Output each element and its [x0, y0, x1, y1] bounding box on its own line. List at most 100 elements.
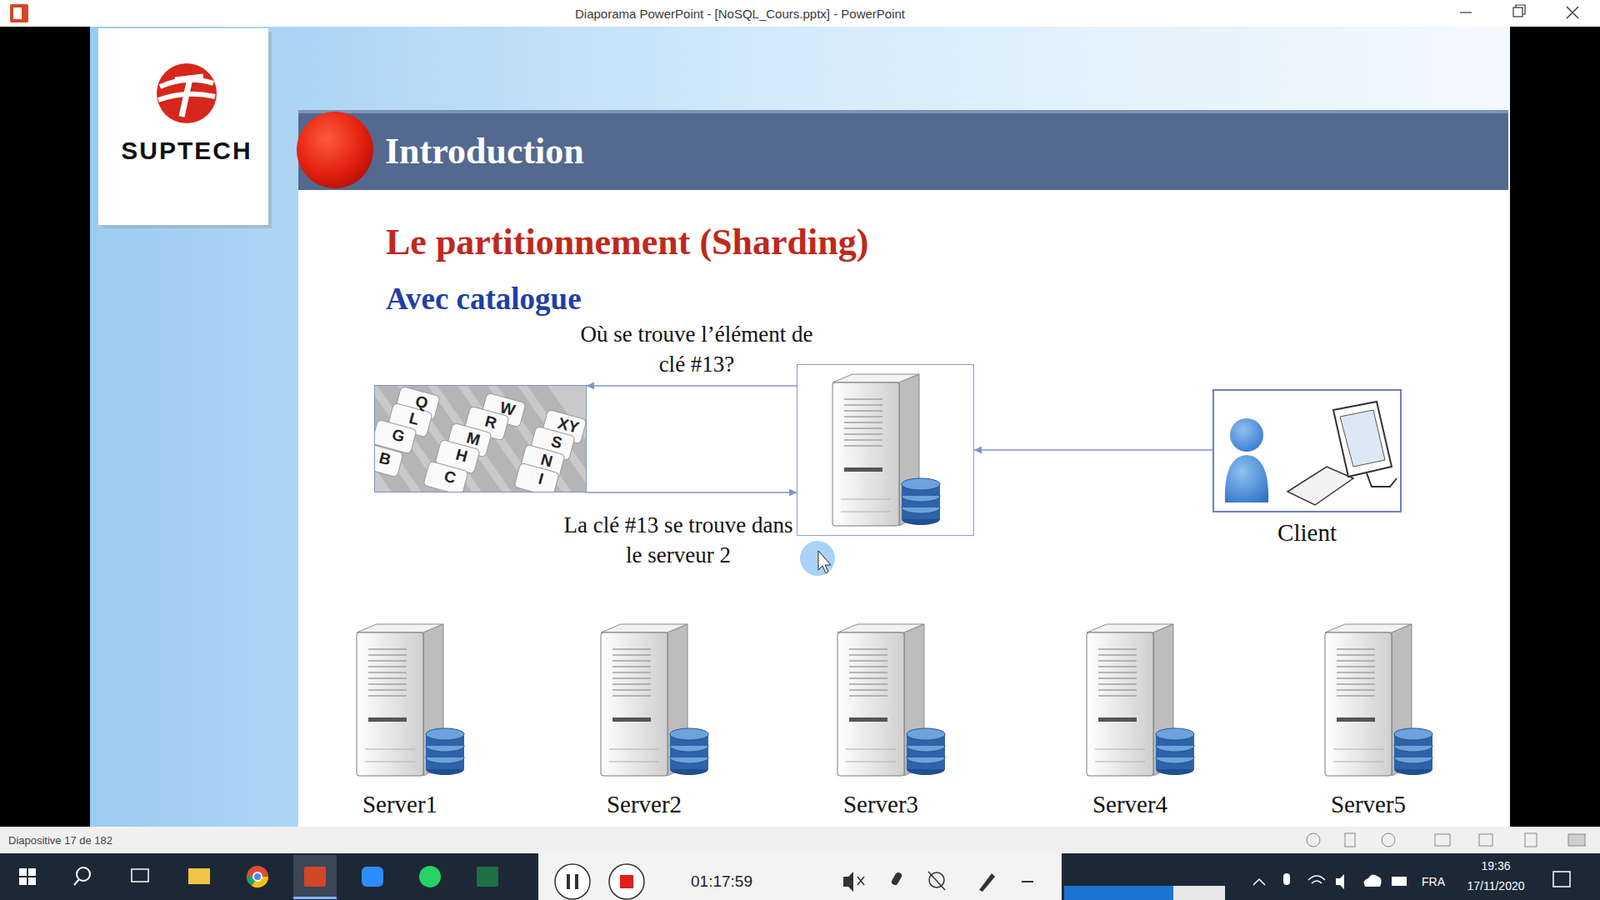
search-icon: [74, 879, 80, 885]
server-label: Server4: [1092, 790, 1168, 819]
status-icon: [1345, 833, 1355, 847]
excel-icon: [476, 866, 499, 887]
restore-button: [1513, 7, 1523, 17]
content-area: [298, 190, 1509, 827]
language-indicator: FRA: [1421, 875, 1445, 889]
taskbar-button: [1064, 885, 1174, 900]
card-index-picture: [374, 385, 587, 493]
start-button: [19, 868, 36, 885]
pen-icon: [979, 873, 995, 892]
logo-emblem: [175, 76, 204, 117]
index-letter: W: [497, 398, 517, 420]
index-letter: H: [454, 445, 470, 467]
server-box: [796, 364, 975, 536]
server-node: Server4: [1063, 624, 1197, 821]
header-bar: [298, 110, 1509, 190]
zoom-icon: [361, 866, 384, 887]
server-node: Server1: [333, 624, 467, 821]
clock-time: 19:36: [1480, 859, 1510, 873]
minimize-button: [1460, 11, 1472, 13]
chrome-icon: [253, 872, 262, 881]
clock-date: 17/11/2020: [1466, 879, 1525, 893]
mute-icon: [843, 871, 854, 892]
chrome-icon: [246, 865, 269, 888]
taskbar: [0, 853, 1600, 900]
server-label: Server3: [843, 790, 919, 819]
index-letter: M: [465, 428, 483, 450]
subtitle: Avec catalogue: [385, 280, 582, 317]
server-node: Server3: [814, 624, 948, 821]
client-picture: [1225, 401, 1397, 505]
logo-emblem: [156, 63, 217, 124]
logo-text: SUPTECH: [120, 136, 252, 165]
camera-icon: [928, 871, 945, 890]
server-icon: [1325, 624, 1433, 776]
mic-icon: [890, 871, 904, 887]
powerpoint-icon: [304, 866, 326, 887]
task-view-icon: [131, 869, 149, 882]
slide-title: Le partitionnement (Sharding): [385, 220, 869, 264]
server-icon: [600, 624, 709, 776]
stop-button: [620, 875, 634, 889]
slide-background: [90, 26, 1510, 827]
connector-label: La clé #13 se trouve dans le serveur 2: [560, 510, 796, 570]
recording-toolbar: [538, 853, 1062, 900]
active-app: [293, 855, 337, 899]
index-letter: L: [407, 409, 422, 430]
connector-label: Où se trouve l’élément de clé #13?: [575, 319, 819, 380]
close-button: [1566, 6, 1579, 19]
server-icon: [837, 624, 945, 776]
server-label: Server5: [1330, 790, 1406, 819]
pause-button: [566, 874, 570, 890]
notification-icon: [1553, 871, 1570, 887]
status-icon: [1381, 833, 1395, 847]
tray-icon: [1364, 874, 1382, 887]
mouse-cursor: [800, 540, 835, 576]
pause-button: [575, 874, 579, 890]
server-icon: [356, 624, 465, 776]
index-letter: I: [536, 470, 546, 490]
server-node: Server5: [1301, 624, 1435, 821]
server-node: Server2: [577, 624, 711, 821]
index-letter: R: [483, 412, 500, 434]
active-indicator: [293, 896, 337, 900]
status-icon: [1306, 833, 1320, 847]
app-icon: [13, 7, 22, 20]
status-icon: [1525, 833, 1537, 847]
whatsapp-icon: [419, 865, 441, 888]
taskbar-button: [1173, 885, 1225, 900]
pause-button: [555, 864, 590, 900]
status-icon: [1435, 834, 1450, 846]
catalog-box: QWLRXYGMSBHNCI: [374, 385, 587, 493]
timer: 01:17:59: [690, 872, 753, 891]
tray-icon: [1391, 876, 1407, 886]
server-label: Server2: [606, 790, 682, 819]
window-title: Diaporama PowerPoint - [NoSQL_Cours.pptx…: [575, 6, 905, 21]
index-letter: N: [539, 450, 555, 472]
section-heading: Introduction: [385, 130, 585, 173]
index-letter: G: [390, 425, 407, 446]
app-icon: [10, 4, 29, 23]
status-bar: [0, 826, 1600, 854]
header-bar: [298, 110, 1509, 114]
connector-arrow: [586, 385, 797, 387]
server-icon: [1086, 624, 1195, 776]
status-text: Diapositive 17 de 182: [8, 834, 113, 847]
tray-icon: [1253, 879, 1265, 885]
header-bullet: [296, 111, 374, 189]
restore-button: [1515, 5, 1525, 15]
status-icon: [1479, 834, 1493, 846]
server-label: Server1: [362, 790, 438, 819]
tray-icon: [1283, 873, 1290, 885]
index-letter: B: [377, 449, 394, 470]
mute-icon: [857, 876, 865, 885]
tray-icon: [1308, 875, 1325, 884]
index-letter: S: [549, 432, 565, 454]
index-letter: C: [442, 467, 459, 489]
minimize-toolbar: [1021, 880, 1034, 883]
logo-box: [98, 28, 269, 225]
tray-icon: [1335, 874, 1345, 890]
title-bar: [0, 0, 1600, 27]
